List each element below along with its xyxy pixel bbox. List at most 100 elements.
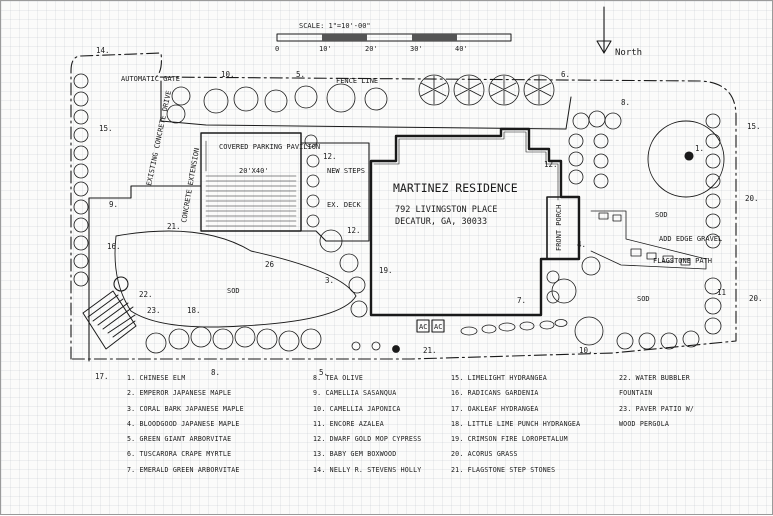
deck-plantings (304, 134, 368, 318)
plant-tag-12: 12. (323, 152, 337, 161)
plant-tag-21: 21. (167, 222, 181, 231)
legend-item: 23. PAVER PATIO W/ (619, 404, 695, 413)
legend-item: 7. EMERALD GREEN ARBORVITAE (127, 465, 240, 474)
left-holly-row (73, 73, 89, 287)
new-steps-label: NEW STEPS (327, 167, 365, 175)
plant-tag-18: 18. (187, 306, 201, 315)
plant-legend-col-3: 15. LIMELIGHT HYDRANGEA 16. RADICANS GAR… (451, 371, 580, 478)
legend-item: 14. NELLY R. STEVENS HOLLY (313, 465, 422, 474)
plant-tag-3: 3. (325, 276, 334, 285)
pavilion-label: COVERED PARKING PAVILION (219, 143, 320, 151)
legend-item: 11. ENCORE AZALEA (313, 419, 384, 428)
plant-tag-10: 10. (579, 346, 593, 355)
pavilion-size-label: 20'X40' (239, 167, 269, 175)
plant-tag-26: 26 (265, 260, 275, 269)
residence-street: 792 LIVINGSTON PLACE (395, 205, 497, 215)
plant-tag-14: 14. (96, 46, 110, 55)
ac-unit (416, 319, 430, 333)
plant-tag-20: 20. (749, 294, 763, 303)
plant-tag-20: 20. (745, 194, 759, 203)
legend-item: 19. CRIMSON FIRE LOROPETALUM (451, 435, 568, 444)
deck (300, 142, 370, 242)
front-porch-label: FRONT PORCH (555, 205, 563, 251)
plant-tag-22: 22. (139, 290, 153, 299)
add-edge-gravel-label: ADD EDGE GRAVEL (659, 235, 722, 243)
plant-tag-8: 8. (211, 368, 220, 377)
scale-tick-40: 40' (455, 45, 468, 53)
plant-tag-1: 1. (695, 144, 704, 153)
scale-tick-0: 0 (275, 45, 279, 53)
plant-tag-23: 23. (147, 306, 161, 315)
plant-tag-10: 10. (221, 70, 235, 79)
legend-item: 2. EMPEROR JAPANESE MAPLE (127, 389, 232, 398)
water-bubbler-fountain (113, 276, 129, 292)
scale-tick-30: 30' (410, 45, 423, 53)
legend-item: 8. TEA OLIVE (313, 374, 364, 382)
residence-name: MARTINEZ RESIDENCE (393, 181, 518, 195)
house-outline (369, 127, 581, 317)
ac-label: AC (434, 323, 442, 331)
plant-tag-15: 15. (747, 122, 761, 131)
plant-tag-9: 9. (109, 200, 118, 209)
parking-pavilion (200, 132, 302, 232)
plant-legend-col-4: 22. WATER BUBBLER FOUNTAIN 23. PAVER PAT… (619, 371, 694, 432)
legend-item: 15. LIMELIGHT HYDRANGEA (451, 374, 547, 382)
flagstone-path-label: FLAGSTONE PATH (653, 257, 712, 265)
legend-item: 10. CAMELLIA JAPONICA (313, 404, 401, 413)
automatic-gate-label: AUTOMATIC GATE (121, 75, 180, 83)
front-porch (546, 196, 580, 260)
front-step-stones (460, 319, 568, 336)
legend-item: 6. TUSCARORA CRAPE MYRTLE (127, 450, 232, 459)
residence-city: DECATUR, GA, 30033 (395, 217, 487, 227)
lawn-edge (114, 230, 357, 328)
ac-label: AC (419, 323, 427, 331)
plant-tag-15: 15. (99, 124, 113, 133)
paver-patio-pergola (82, 290, 137, 350)
legend-item: 3. CORAL BARK JAPANESE MAPLE (127, 404, 244, 413)
plant-tag-19: 19. (379, 266, 393, 275)
legend-item: FOUNTAIN (619, 389, 653, 398)
plant-tag-8: 8. (621, 98, 630, 107)
plant-tag-4: 4. (577, 240, 586, 249)
ac-unit (431, 319, 445, 333)
scale-tick-20: 20' (365, 45, 378, 53)
plant-legend-col-2: 8. TEA OLIVE 9. CAMELLIA SASANQUA 10. CA… (313, 371, 421, 478)
flagstone-path (590, 210, 707, 270)
plant-tag-5: 5. (296, 70, 305, 79)
north-label: North (615, 48, 642, 58)
legend-item: 9. CAMELLIA SASANQUA (313, 389, 397, 398)
property-line (70, 52, 737, 360)
fence-line (160, 96, 572, 130)
plant-tag-11: 11 (717, 288, 726, 297)
sod-label-left: SOD (227, 287, 240, 295)
sod-label-bottom-right: SOD (637, 295, 650, 303)
legend-item: 5. GREEN GIANT ARBORVITAE (127, 435, 232, 444)
scale-bar (276, 33, 512, 42)
concrete-extension-label: CONCRETE EXTENSION (180, 147, 201, 223)
chinese-elm-canopy (647, 120, 725, 198)
legend-item: 17. OAKLEAF HYDRANGEA (451, 404, 539, 413)
plant-tag-17: 17. (95, 372, 109, 381)
scale-tick-10: 10' (319, 45, 332, 53)
plant-tag-16: 16. (107, 242, 121, 251)
plant-legend-col-1: 1. CHINESE ELM 2. EMPEROR JAPANESE MAPLE… (127, 371, 244, 478)
legend-item: 12. DWARF GOLD MOP CYPRESS (313, 435, 422, 444)
legend-item: 21. FLAGSTONE STEP STONES (451, 465, 556, 474)
bottom-border-plantings (145, 326, 400, 354)
legend-item: 18. LITTLE LIME PUNCH HYDRANGEA (451, 419, 581, 428)
plant-tag-13: 12. (347, 226, 361, 235)
plant-tag-21: 21. (423, 346, 437, 355)
existing-drive-label: EXISTING CONCRETE DRIVE (145, 90, 173, 186)
legend-item: 22. WATER BUBBLER (619, 374, 690, 382)
ex-deck-label: EX. DECK (327, 201, 362, 209)
sod-label-top-right: SOD (655, 211, 668, 219)
plant-tag-7: 7. (517, 296, 526, 305)
plant-tag-6: 6. (561, 70, 570, 79)
legend-item: WOOD PERGOLA (619, 419, 670, 428)
legend-item: 16. RADICANS GARDENIA (451, 389, 539, 398)
fence-line-label: FENCE LINE (336, 77, 378, 85)
legend-item: 1. CHINESE ELM (127, 374, 186, 382)
legend-item: 20. ACORUS GRASS (451, 450, 518, 459)
